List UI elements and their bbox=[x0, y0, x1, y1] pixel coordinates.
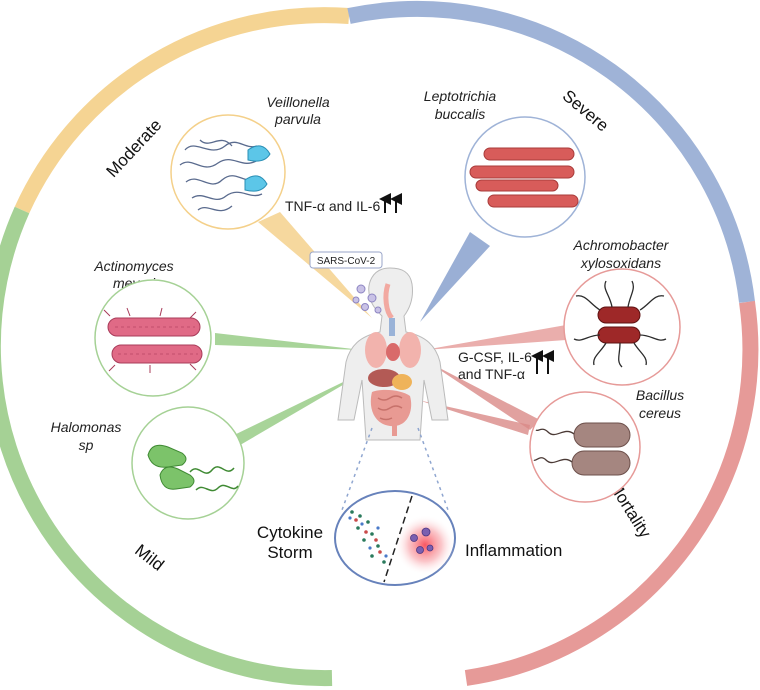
zoom-line-left bbox=[341, 427, 373, 511]
outcome-label-storm-l2: Storm bbox=[267, 543, 312, 562]
cytokine-arrows-moderate bbox=[379, 193, 402, 213]
ring-segment-severe bbox=[347, 0, 755, 303]
virus-particles bbox=[352, 284, 382, 314]
virus-label: SARS-CoV-2 bbox=[317, 256, 376, 267]
bacterium-name-achromobacter-l1: Achromobacter bbox=[573, 237, 670, 253]
virus-label-box bbox=[309, 251, 383, 269]
bacterium-name-halomonas-l1: Halomonas bbox=[51, 419, 122, 435]
bacterium-circle-halomonas bbox=[131, 406, 245, 520]
zoom-line-right bbox=[417, 427, 449, 511]
bacterium-circle-bacillus bbox=[529, 391, 641, 503]
outcome-label-storm-l1: Cytokine bbox=[257, 523, 323, 542]
cytokine-arrows-mortality bbox=[531, 350, 554, 374]
segment-label-moderate: Moderate bbox=[103, 116, 166, 181]
bacterium-name-halomonas-l2: sp bbox=[79, 437, 94, 453]
bacterium-name-leptotrichia-l1: Leptotrichia bbox=[424, 88, 497, 104]
outcome-label-inflammation: Inflammation bbox=[465, 541, 562, 560]
connector-halomonas bbox=[230, 368, 372, 448]
connector-bacillus-1 bbox=[428, 362, 540, 430]
connector-achromobacter bbox=[424, 325, 566, 350]
bacterium-name-bacillus-l2: cereus bbox=[639, 405, 681, 421]
segment-label-mild: Mild bbox=[131, 541, 167, 575]
bacterium-name-veillonella-l2: parvula bbox=[274, 111, 321, 127]
bacterium-name-achromobacter-l2: xylosoxidans bbox=[580, 255, 661, 271]
segment-label-severe: Severe bbox=[559, 86, 612, 135]
ring-segment-mild bbox=[0, 206, 333, 687]
ring-segment-mortality bbox=[464, 300, 759, 686]
bacterium-circle-achromobacter bbox=[563, 268, 681, 386]
cytokine-label-mortality-l2: and TNF-α bbox=[458, 366, 525, 382]
bacterium-circle-veillonella bbox=[170, 114, 286, 230]
bacterium-circle-leptotrichia bbox=[464, 116, 586, 238]
ring-segment-moderate bbox=[14, 7, 350, 214]
bacterium-name-bacillus-l1: Bacillus bbox=[636, 387, 684, 403]
bacterium-name-veillonella-l1: Veillonella bbox=[266, 94, 330, 110]
connector-actinomyces bbox=[215, 333, 362, 350]
human-body-illustration bbox=[337, 267, 449, 441]
cytokine-label-mortality-l1: G-CSF, IL-6 bbox=[458, 349, 532, 365]
cytokine-label-moderate: TNF-α and IL-6 bbox=[285, 198, 380, 214]
bacterium-name-leptotrichia-l2: buccalis bbox=[435, 106, 486, 122]
zoom-oval bbox=[334, 490, 456, 586]
bacterium-circle-actinomyces bbox=[94, 279, 212, 397]
connector-leptotrichia bbox=[420, 232, 490, 322]
bacterium-name-actinomyces-l1: Actinomyces bbox=[93, 258, 173, 274]
